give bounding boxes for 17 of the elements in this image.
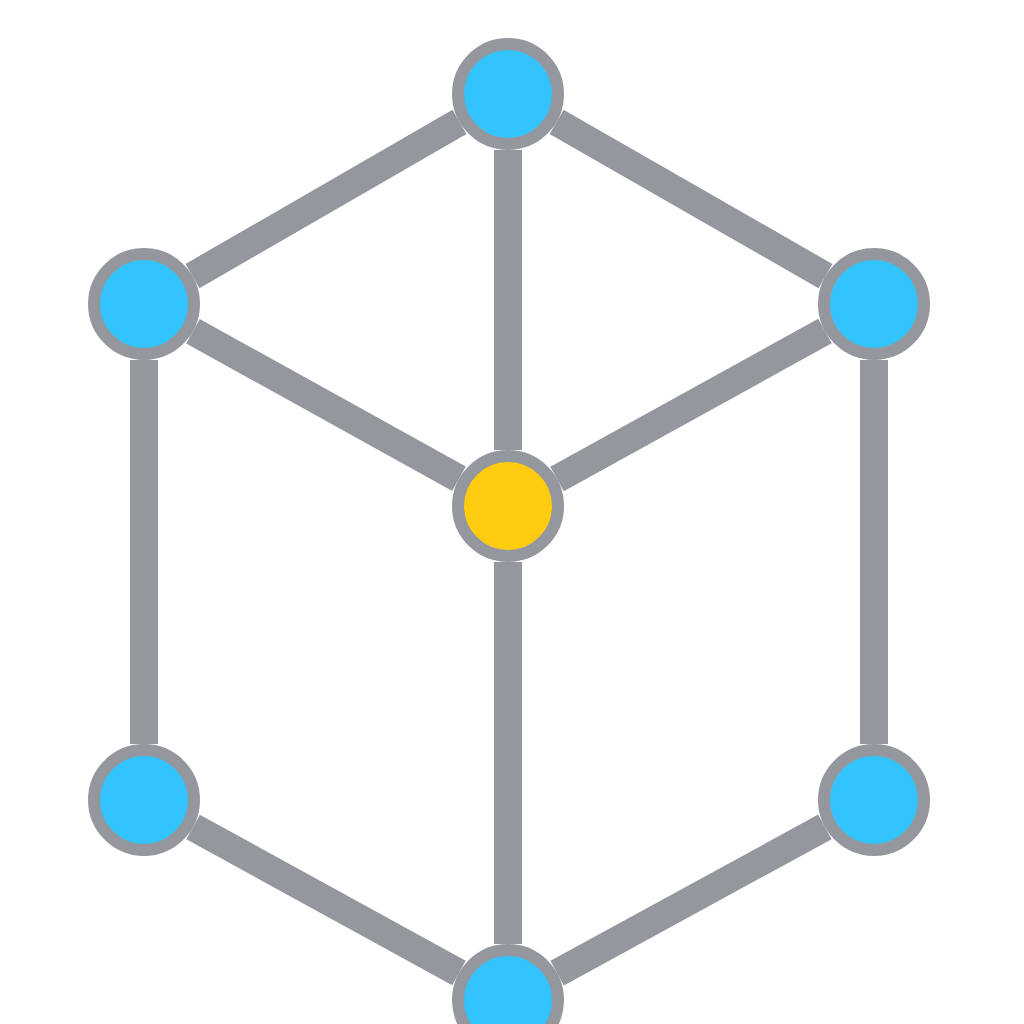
graph-node — [452, 944, 564, 1024]
graph-node — [88, 248, 200, 360]
connector-line — [186, 318, 466, 492]
graph-node — [818, 248, 930, 360]
connector-line — [860, 360, 888, 744]
connector-line — [550, 318, 832, 492]
connector-line — [494, 150, 522, 450]
graph-node — [452, 450, 564, 562]
graph-node — [452, 38, 564, 150]
connector-line — [550, 814, 832, 986]
connector-line — [130, 360, 158, 744]
connector-line — [186, 814, 466, 986]
connector-line — [549, 109, 833, 289]
graph-node — [88, 744, 200, 856]
connector-line — [185, 109, 467, 289]
graph-node — [818, 744, 930, 856]
connector-line — [494, 562, 522, 944]
